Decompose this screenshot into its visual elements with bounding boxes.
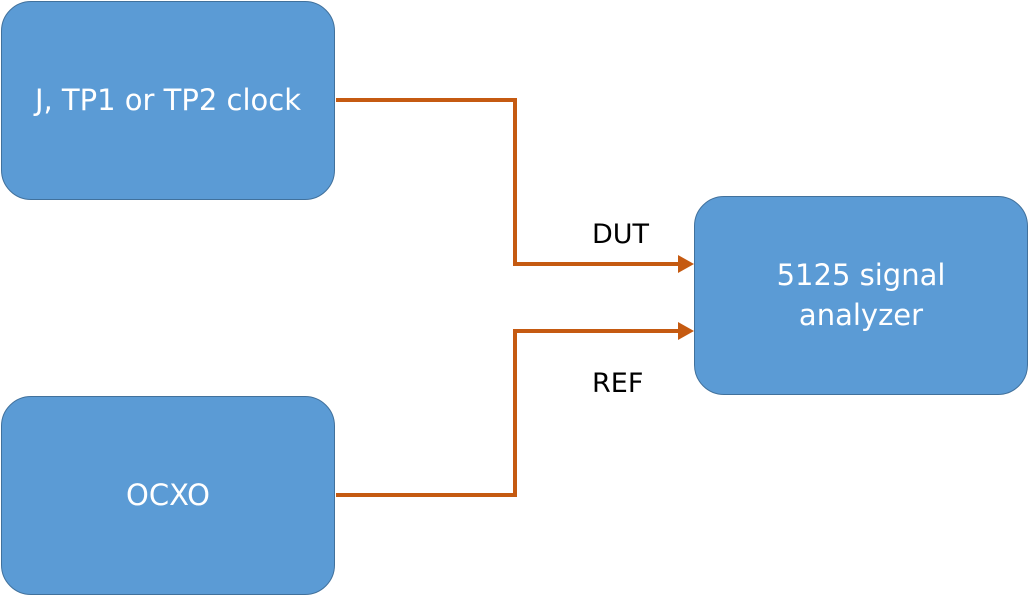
dut-edge-label: DUT xyxy=(592,219,650,250)
ref-arrowhead xyxy=(678,322,694,340)
ocxo-block: OCXO xyxy=(1,396,335,595)
ref-edge-label: REF xyxy=(592,368,644,399)
ref-connector-arrow xyxy=(336,329,683,497)
clock-source-label: J, TP1 or TP2 clock xyxy=(34,82,302,117)
signal-analyzer-block: 5125 signal analyzer xyxy=(694,196,1028,395)
signal-analyzer-label: 5125 signal analyzer xyxy=(776,258,946,332)
clock-source-block: J, TP1 or TP2 clock xyxy=(1,1,335,200)
dut-connector-arrow xyxy=(336,98,683,266)
dut-arrowhead xyxy=(678,255,694,273)
ocxo-label: OCXO xyxy=(126,477,210,512)
